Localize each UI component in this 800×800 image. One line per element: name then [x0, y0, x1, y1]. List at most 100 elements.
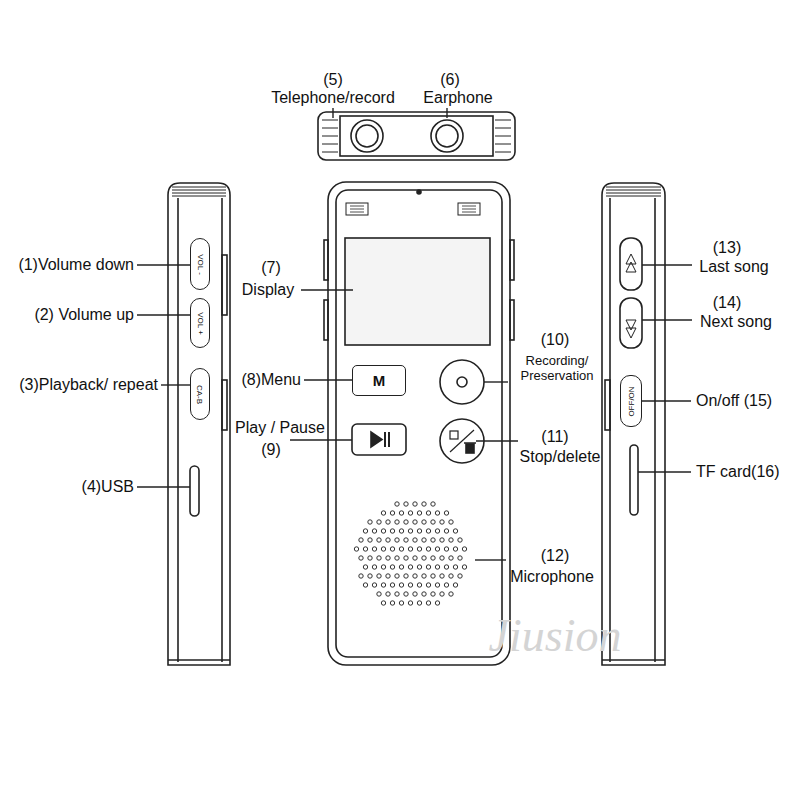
- speaker-hole: [404, 556, 408, 560]
- speaker-hole: [372, 583, 376, 587]
- speaker-hole: [390, 529, 394, 533]
- speaker-hole: [390, 511, 394, 515]
- speaker-hole: [458, 538, 462, 542]
- button-text: VOL +: [196, 312, 205, 335]
- speaker-hole: [449, 556, 453, 560]
- speaker-hole: [413, 574, 417, 578]
- speaker-hole: [449, 520, 453, 524]
- speaker-hole: [422, 556, 426, 560]
- speaker-hole: [426, 511, 430, 515]
- callout-label: Next song: [700, 313, 772, 331]
- speaker-hole: [395, 520, 399, 524]
- speaker-hole: [413, 592, 417, 596]
- callout-label: Stop/delete: [520, 448, 601, 466]
- speaker-hole: [422, 538, 426, 542]
- speaker-hole: [399, 511, 403, 515]
- callout-label: Recording/ Preservation: [512, 354, 602, 384]
- callout-label: Play / Pause: [235, 419, 325, 437]
- speaker-hole: [372, 565, 376, 569]
- watermark: Jiusion: [489, 610, 622, 663]
- speaker-hole: [381, 583, 385, 587]
- callout-label: Microphone: [510, 568, 594, 586]
- speaker-hole: [408, 565, 412, 569]
- speaker-hole: [395, 556, 399, 560]
- speaker-hole: [404, 574, 408, 578]
- speaker-hole: [377, 556, 381, 560]
- speaker-hole: [395, 538, 399, 542]
- speaker-hole: [404, 520, 408, 524]
- callout-label: (10): [541, 331, 569, 349]
- speaker-hole: [431, 574, 435, 578]
- speaker-hole: [377, 520, 381, 524]
- speaker-hole: [435, 565, 439, 569]
- speaker-hole: [435, 529, 439, 533]
- speaker-hole: [381, 547, 385, 551]
- playback-button: CA-B: [190, 368, 210, 420]
- callout-label: On/off (15): [696, 392, 772, 410]
- callout-label: (11): [541, 428, 568, 446]
- speaker-hole: [458, 574, 462, 578]
- callout-label: (3)Playback/ repeat: [19, 376, 158, 394]
- speaker-hole: [449, 592, 453, 596]
- callout-label: Telephone/record: [271, 89, 395, 107]
- speaker-hole: [408, 583, 412, 587]
- callout-label: (14): [713, 294, 741, 312]
- speaker-hole: [440, 592, 444, 596]
- speaker-hole: [368, 520, 372, 524]
- power-switch: OFF/ON: [620, 375, 642, 427]
- speaker-hole: [444, 529, 448, 533]
- speaker-hole: [377, 574, 381, 578]
- speaker-hole: [422, 520, 426, 524]
- speaker-hole: [426, 565, 430, 569]
- speaker-hole: [417, 583, 421, 587]
- callout-label: (2) Volume up: [34, 306, 134, 324]
- speaker-hole: [453, 529, 457, 533]
- callout-label: Earphone: [423, 89, 492, 107]
- speaker-hole: [395, 502, 399, 506]
- speaker-hole: [399, 547, 403, 551]
- speaker-hole: [440, 556, 444, 560]
- speaker-hole: [377, 592, 381, 596]
- speaker-hole: [413, 520, 417, 524]
- speaker-hole: [363, 547, 367, 551]
- speaker-hole: [417, 529, 421, 533]
- speaker-hole: [417, 547, 421, 551]
- speaker-hole: [399, 565, 403, 569]
- speaker-hole: [363, 583, 367, 587]
- speaker-hole: [440, 538, 444, 542]
- speaker-hole: [453, 583, 457, 587]
- speaker-hole: [408, 529, 412, 533]
- speaker-hole: [390, 601, 394, 605]
- speaker-hole: [413, 502, 417, 506]
- callout-label: TF card(16): [696, 463, 780, 481]
- speaker-hole: [431, 556, 435, 560]
- speaker-hole: [408, 601, 412, 605]
- speaker-hole: [422, 574, 426, 578]
- speaker-hole: [417, 601, 421, 605]
- speaker-hole: [440, 520, 444, 524]
- speaker-hole: [390, 565, 394, 569]
- speaker-hole: [368, 538, 372, 542]
- speaker-hole: [363, 529, 367, 533]
- speaker-hole: [381, 511, 385, 515]
- speaker-hole: [449, 538, 453, 542]
- speaker-hole: [426, 583, 430, 587]
- speaker-hole: [399, 601, 403, 605]
- speaker-hole: [444, 547, 448, 551]
- speaker-hole: [426, 547, 430, 551]
- speaker-hole: [372, 547, 376, 551]
- speaker-hole: [435, 601, 439, 605]
- speaker-hole: [449, 574, 453, 578]
- speaker-hole: [359, 574, 363, 578]
- button-text: OFF/ON: [627, 386, 636, 416]
- speaker-hole: [462, 565, 466, 569]
- speaker-hole: [359, 556, 363, 560]
- speaker-hole: [395, 574, 399, 578]
- speaker-hole: [399, 529, 403, 533]
- callout-label: (13): [713, 239, 741, 257]
- button-text: CA-B: [196, 384, 205, 403]
- speaker-hole: [386, 538, 390, 542]
- callout-label: (6): [440, 71, 460, 89]
- speaker-hole: [413, 556, 417, 560]
